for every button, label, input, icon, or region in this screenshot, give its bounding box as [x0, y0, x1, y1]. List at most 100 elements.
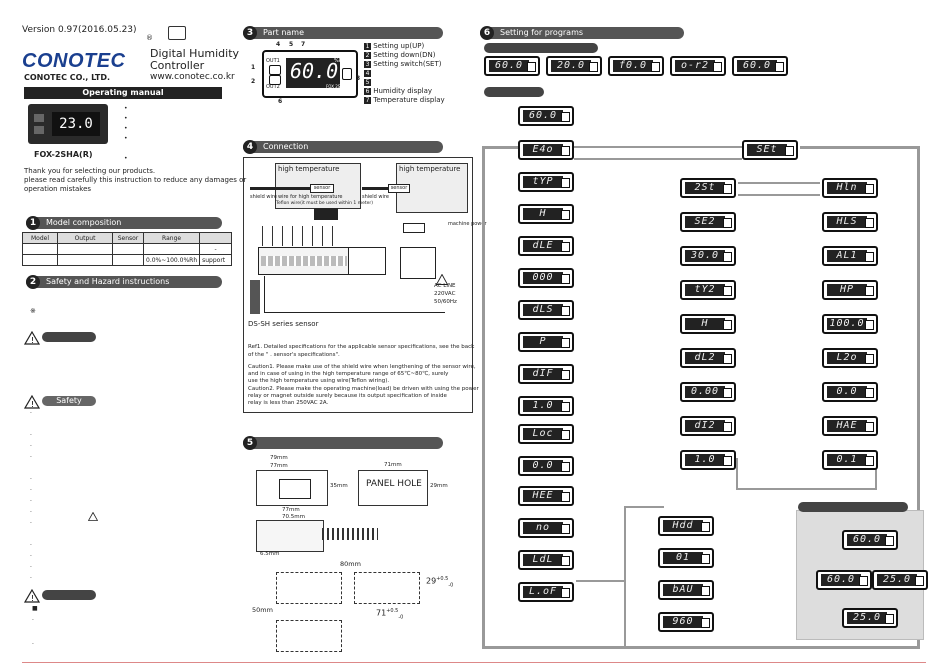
section-number: 1: [26, 216, 40, 230]
section-number: 5: [243, 436, 257, 450]
cutout-3: [276, 620, 342, 652]
warning-icon: !: [23, 330, 41, 345]
dim-71: 71mm: [384, 462, 402, 468]
frequency: 50/60Hz: [434, 299, 457, 305]
left-display-10: 1.0: [518, 396, 574, 416]
mid-display-8: dI2: [680, 416, 736, 436]
section-title: Model composition: [46, 218, 122, 227]
mid-display-9: 1.0: [680, 450, 736, 470]
left-display-5: dLE: [518, 236, 574, 256]
mid-display-2: SE2: [680, 212, 736, 232]
callout-3: 3: [356, 75, 361, 82]
terminal-block: [258, 247, 350, 275]
caution-pill: [42, 590, 96, 600]
teflon-note: Teflon wire(it must be used within 1 met…: [276, 201, 374, 206]
down-button[interactable]: [269, 75, 281, 85]
caution2a: Caution2. Please make the operating mach…: [248, 386, 479, 392]
bottom-display-2: 01: [658, 548, 714, 568]
callout-5: 5: [289, 41, 294, 48]
bottom-display-3: bAU: [658, 580, 714, 600]
part-display-value: 60.0: [290, 59, 339, 83]
quick-setting-header: [798, 502, 908, 512]
panel-display-3: 25.0: [872, 570, 928, 590]
up-button[interactable]: [269, 65, 281, 75]
th-extra: [199, 232, 232, 244]
note-mark: ※: [30, 307, 36, 315]
left-display-16: L.oF: [518, 582, 574, 602]
left-display-8: P: [518, 332, 574, 352]
safety-pill: Safety: [42, 396, 96, 406]
machine-power-label: machine power: [448, 221, 487, 227]
bottom-display-4: 960: [658, 612, 714, 632]
part-label-3: Setting switch(SET): [373, 60, 442, 68]
th-output: Output: [57, 232, 113, 244]
manual-banner: Operating manual: [24, 87, 222, 99]
top-display-4: o-r2: [670, 56, 726, 76]
section-5-header: 5: [243, 436, 443, 450]
sub-header-1: [484, 43, 598, 53]
bottom-rule: [22, 662, 926, 663]
td-range: 0.0%~100.0%Rh: [142, 254, 201, 266]
callout-4: 4: [276, 41, 281, 48]
sensor-series: DS-SH series sensor: [248, 320, 319, 328]
top-display-1: 60.0: [484, 56, 540, 76]
left-display-4: H: [518, 204, 574, 224]
mid-display-5: H: [680, 314, 736, 334]
left-display-9: dIF: [518, 364, 574, 384]
terminal-screws: [261, 256, 347, 266]
intro-line-2: please read carefully this instruction t…: [24, 176, 247, 184]
voltage: 220VAC: [434, 291, 456, 297]
dim-705: 70.5mm: [282, 514, 305, 520]
device-photo: 23.0: [28, 104, 108, 144]
high-temp-wire: wire for high temperature: [278, 194, 343, 200]
model-name: FOX-2SHA(R): [34, 150, 93, 159]
device-front-outline: [256, 470, 328, 506]
flow-line: [624, 506, 626, 646]
part-label-7: Temperature display: [373, 96, 445, 104]
right-display-6: L2o: [822, 348, 878, 368]
set-button[interactable]: [342, 68, 352, 80]
sensor-label-left: sensor: [310, 184, 334, 193]
flow-line: [482, 146, 485, 648]
dim-35: 35mm: [330, 483, 348, 489]
left-display-15: LdL: [518, 550, 574, 570]
left-display-7: dLS: [518, 300, 574, 320]
mid-display-4: tY2: [680, 280, 736, 300]
right-display-4: HP: [822, 280, 878, 300]
part-name-device: 60.0 OUT1 OUT2 %RH FOX 2SHA: [262, 50, 358, 98]
company-name: CONOTEC CO., LTD.: [24, 73, 111, 82]
left-display-1: 60.0: [518, 106, 574, 126]
intro-line-1: Thank you for selecting our products.: [24, 167, 156, 175]
th-model: Model: [22, 232, 58, 244]
flow-line: [800, 146, 918, 149]
part-label-6: Humidity display: [373, 87, 433, 95]
section-4-header: 4 Connection: [243, 140, 443, 154]
sub-label: FOX 2SHA: [326, 84, 347, 89]
flow-line: [875, 458, 877, 490]
mid-display-6: dL2: [680, 348, 736, 368]
section-3-header: 3 Part name: [243, 26, 443, 40]
svg-text:!: !: [31, 336, 34, 345]
callout-1: 1: [251, 64, 256, 71]
mid-display-1: 2St: [680, 178, 736, 198]
product-title-2: Controller: [150, 59, 205, 72]
sensor-label-right: sensor: [388, 184, 410, 193]
caution1c: use the high temperature using wire(Tefl…: [248, 378, 390, 384]
website: www.conotec.co.kr: [150, 72, 235, 82]
bottom-display-1: Hdd: [658, 516, 714, 536]
sub-header-2: [484, 87, 544, 97]
model-table: Model Output Sensor Range - 0.0%~100.0%R…: [22, 232, 232, 266]
front-screen: [279, 479, 311, 499]
tol-71: 71+0.5-0: [376, 608, 404, 621]
section-number: 4: [243, 140, 257, 154]
caution-bullets: ■··: [32, 605, 38, 648]
flow-line: [738, 182, 820, 184]
mid-display-7: 0.00: [680, 382, 736, 402]
shield-wire-left: shield wire: [250, 194, 277, 200]
top-display-3: f0.0: [608, 56, 664, 76]
device-display: 23.0: [52, 112, 100, 136]
caution2b: relay or magnet outside surely because i…: [248, 393, 447, 399]
panel-display-2: 60.0: [816, 570, 872, 590]
flow-line: [482, 146, 518, 149]
warning-icon: [87, 506, 99, 521]
